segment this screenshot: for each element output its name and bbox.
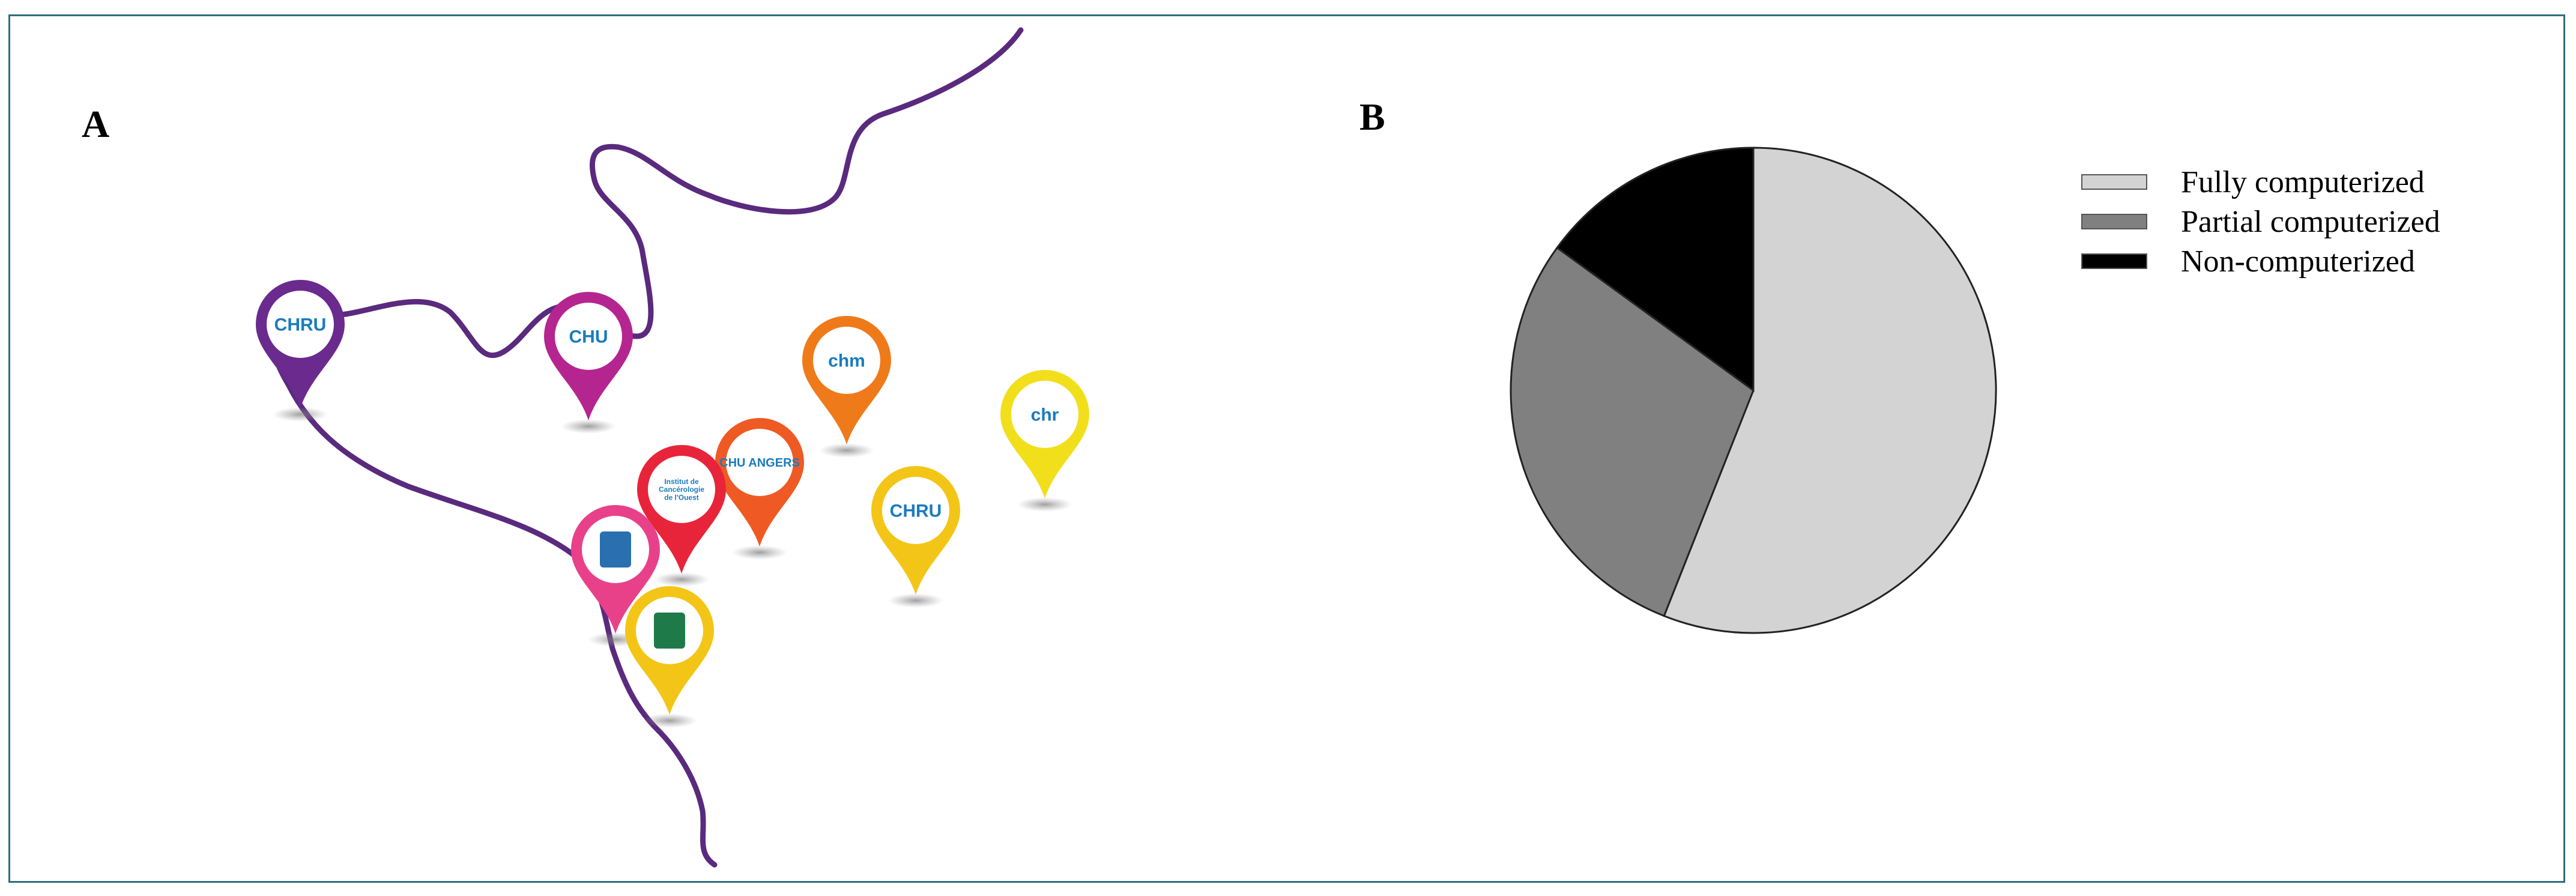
chart-legend: Fully computerized Partial computerized … <box>2081 162 2440 281</box>
hospital-marker: CHU ANGERS <box>715 418 804 560</box>
marker-logo-disc <box>882 477 949 544</box>
marker-logo-disc <box>1011 381 1078 448</box>
legend-label-non: Non-computerized <box>2181 244 2415 279</box>
pie-slice-non <box>1556 147 1755 392</box>
marker-logo-text: chm <box>828 351 865 371</box>
marker-shadow <box>888 593 943 608</box>
marker-logo-text: CHU <box>569 327 608 347</box>
hospital-marker: CHRU <box>256 280 345 422</box>
panel-a-label: A <box>82 103 110 145</box>
marker-logo-disc <box>267 291 334 358</box>
legend-swatch-partial <box>2081 214 2147 229</box>
legend-item-fully: Fully computerized <box>2081 162 2440 202</box>
marker-shadow <box>273 407 328 422</box>
hospital-marker <box>625 586 714 728</box>
marker-logo-disc <box>813 327 880 394</box>
legend-item-non: Non-computerized <box>2081 241 2440 281</box>
river-line <box>267 27 1024 868</box>
pie-chart <box>1510 147 1997 634</box>
marker-logo-text: chr <box>1031 405 1059 425</box>
marker-logo-image <box>600 531 631 568</box>
marker-shadow <box>819 443 874 458</box>
legend-swatch-fully <box>2081 174 2147 190</box>
hospital-marker: chm <box>802 316 891 458</box>
marker-logo-disc <box>555 303 622 370</box>
hospital-marker: CHU <box>544 292 633 434</box>
marker-logo-disc <box>726 429 793 496</box>
marker-shadow <box>732 545 787 560</box>
marker-logo-disc <box>648 456 715 523</box>
marker-shadow <box>642 713 697 728</box>
legend-item-partial: Partial computerized <box>2081 202 2440 241</box>
pie-slice-fully <box>1663 147 1997 634</box>
legend-label-fully: Fully computerized <box>2181 165 2425 199</box>
marker-logo-text: CHRU <box>274 315 327 335</box>
pie-slice-partial <box>1510 246 1755 617</box>
hospital-marker: CHRU <box>871 466 960 608</box>
marker-shadow <box>1017 497 1072 512</box>
legend-swatch-non <box>2081 253 2147 269</box>
marker-shadow <box>561 419 616 434</box>
marker-logo-image <box>654 613 685 649</box>
marker-logo-text: CHRU <box>890 501 942 521</box>
legend-label-partial: Partial computerized <box>2181 204 2440 239</box>
hospital-marker: chr <box>1000 370 1089 512</box>
figure-frame <box>8 14 2565 883</box>
marker-shadow <box>654 572 709 587</box>
panel-b-label: B <box>1359 95 1385 138</box>
marker-logo-text: CHU ANGERS <box>719 456 800 470</box>
